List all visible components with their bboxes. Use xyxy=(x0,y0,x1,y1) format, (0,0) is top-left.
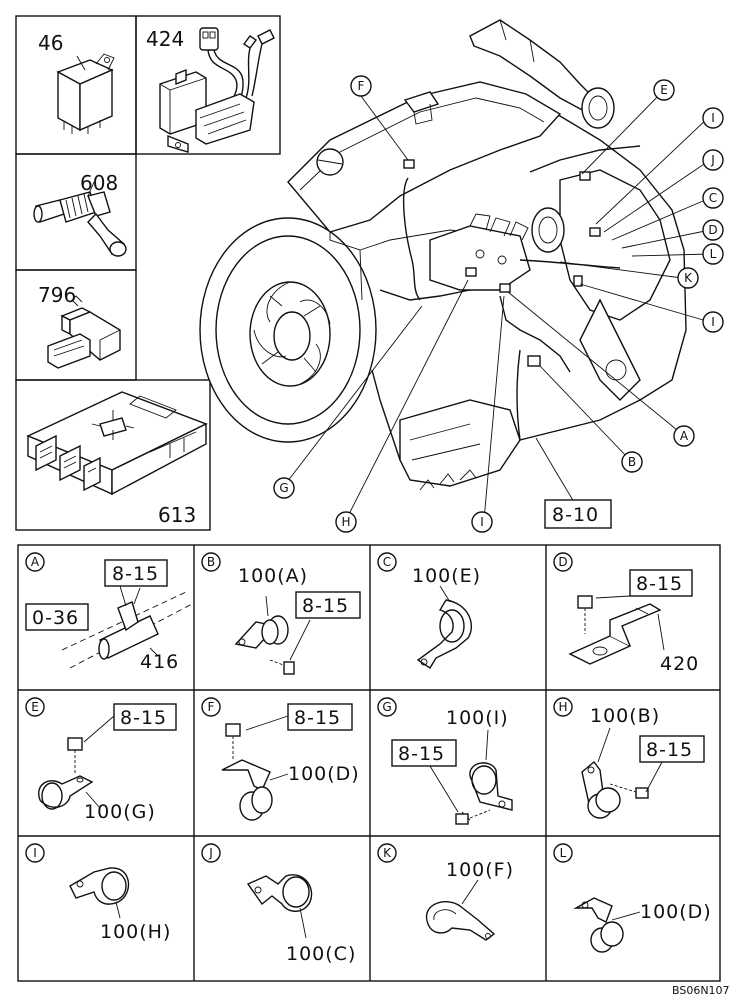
detail-G[interactable]: G 100(I) 8-15 xyxy=(377,697,513,825)
svg-text:C: C xyxy=(383,555,391,569)
callout-I-right[interactable]: I xyxy=(702,311,724,333)
detail-H[interactable]: H 100(B) 8-15 xyxy=(553,697,705,819)
ref-box-8-15 xyxy=(104,559,168,587)
svg-text:H: H xyxy=(558,700,567,714)
callout-J[interactable]: J xyxy=(702,149,724,171)
svg-text:0-36: 0-36 xyxy=(32,607,79,629)
svg-text:100(H): 100(H) xyxy=(100,921,171,943)
svg-text:100(E): 100(E) xyxy=(412,565,481,587)
part-number-424: 424 xyxy=(146,27,184,51)
svg-text:F: F xyxy=(358,79,365,93)
detail-grid xyxy=(17,544,721,982)
part-box-424[interactable]: 424 xyxy=(135,15,281,155)
sensor-796-illustration xyxy=(47,295,121,369)
callout-C[interactable]: C xyxy=(702,187,724,209)
part-number-613: 613 xyxy=(158,503,196,527)
svg-text:I: I xyxy=(33,846,37,860)
svg-text:8-15: 8-15 xyxy=(120,707,167,729)
part-number-46: 46 xyxy=(38,31,63,55)
svg-text:I: I xyxy=(711,315,715,329)
callout-L[interactable]: L xyxy=(702,243,724,265)
sensor-608-illustration xyxy=(33,181,127,257)
svg-text:100(G): 100(G) xyxy=(84,801,156,823)
callout-B[interactable]: B xyxy=(621,451,643,473)
detail-A[interactable]: A 8-15 0-36 416 xyxy=(25,552,193,673)
svg-text:B: B xyxy=(207,555,215,569)
svg-text:100(F): 100(F) xyxy=(446,859,514,881)
callout-F[interactable]: F xyxy=(350,75,372,97)
svg-text:8-15: 8-15 xyxy=(112,563,159,585)
svg-text:A: A xyxy=(31,555,40,569)
part-box-608[interactable]: 608 xyxy=(15,153,137,271)
part-box-613[interactable]: 613 xyxy=(15,379,211,531)
detail-F[interactable]: F 8-15 100(D) xyxy=(201,697,360,821)
svg-text:D: D xyxy=(708,223,717,237)
part-number-796: 796 xyxy=(38,283,76,307)
main-ref-box[interactable]: 8-10 xyxy=(544,499,612,529)
svg-text:L: L xyxy=(560,846,567,860)
callout-K[interactable]: K xyxy=(677,267,699,289)
detail-E[interactable]: E 8-15 100(G) xyxy=(25,697,177,823)
svg-text:J: J xyxy=(710,153,715,167)
ecu-613-illustration xyxy=(26,391,208,496)
svg-text:G: G xyxy=(382,700,391,714)
callout-E[interactable]: E xyxy=(653,79,675,101)
svg-text:D: D xyxy=(558,555,567,569)
svg-text:8-15: 8-15 xyxy=(646,739,693,761)
callout-H[interactable]: H xyxy=(335,511,357,533)
detail-L[interactable]: L 100(D) xyxy=(553,843,712,953)
callout-D[interactable]: D xyxy=(702,219,724,241)
detail-I[interactable]: I 100(H) xyxy=(25,843,171,943)
harness-424-illustration xyxy=(159,27,275,153)
svg-text:8-15: 8-15 xyxy=(636,573,683,595)
svg-text:I: I xyxy=(711,111,715,125)
svg-text:8-10: 8-10 xyxy=(552,504,599,526)
callout-G[interactable]: G xyxy=(273,477,295,499)
callout-A[interactable]: A xyxy=(673,425,695,447)
part-box-796[interactable]: 796 xyxy=(15,269,137,381)
detail-B[interactable]: B 100(A) 8-15 xyxy=(201,552,361,675)
svg-text:G: G xyxy=(279,481,288,495)
svg-text:8-15: 8-15 xyxy=(302,595,349,617)
part-number-608: 608 xyxy=(80,171,118,195)
svg-text:H: H xyxy=(341,515,350,529)
svg-text:420: 420 xyxy=(660,653,699,675)
svg-text:B: B xyxy=(628,455,636,469)
svg-text:C: C xyxy=(709,191,717,205)
drawing-code: BS06N107 xyxy=(672,984,730,997)
svg-text:8-15: 8-15 xyxy=(294,707,341,729)
svg-text:100(I): 100(I) xyxy=(446,707,509,729)
svg-text:F: F xyxy=(208,700,215,714)
relay-46-illustration xyxy=(56,53,115,134)
svg-text:8-15: 8-15 xyxy=(398,743,445,765)
ref-box-0-36 xyxy=(25,603,89,631)
svg-text:100(B): 100(B) xyxy=(590,705,660,727)
svg-text:E: E xyxy=(31,700,39,714)
svg-text:100(A): 100(A) xyxy=(238,565,308,587)
engine-assembly-illustration xyxy=(199,19,687,491)
svg-text:J: J xyxy=(208,846,213,860)
svg-text:K: K xyxy=(684,271,693,285)
svg-text:100(D): 100(D) xyxy=(640,901,712,923)
detail-J[interactable]: J 100(C) xyxy=(201,843,356,965)
svg-text:100(D): 100(D) xyxy=(288,763,360,785)
detail-C[interactable]: C 100(E) xyxy=(377,552,481,669)
part-box-46[interactable]: 46 xyxy=(15,15,137,155)
svg-text:L: L xyxy=(710,247,717,261)
svg-text:416: 416 xyxy=(140,651,179,673)
detail-D[interactable]: D 8-15 420 xyxy=(553,552,699,675)
callout-leaders xyxy=(283,89,711,521)
svg-text:100(C): 100(C) xyxy=(286,943,356,965)
callout-I-top[interactable]: I xyxy=(702,107,724,129)
detail-K[interactable]: K 100(F) xyxy=(377,843,514,941)
svg-text:K: K xyxy=(383,846,392,860)
svg-text:A: A xyxy=(680,429,689,443)
svg-text:E: E xyxy=(660,83,668,97)
callout-I-bottom[interactable]: I xyxy=(471,511,493,533)
svg-text:I: I xyxy=(480,515,484,529)
